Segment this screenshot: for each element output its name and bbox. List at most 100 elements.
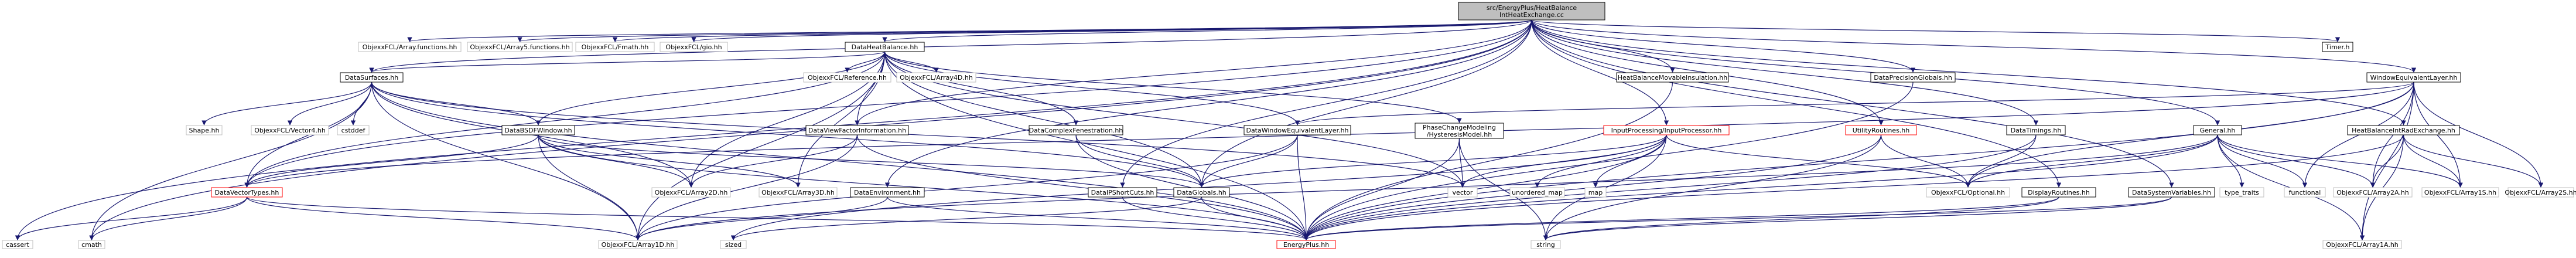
node-input_processing[interactable]: InputProcessing/InputProcessor.hh [1603, 125, 1730, 135]
node-timer[interactable]: Timer.h [2322, 42, 2353, 52]
node-energyplus[interactable]: EnergyPlus.hh [1276, 240, 1336, 249]
node-box-data_bsdf_window [501, 125, 575, 135]
nodes-layer: src/EnergyPlus/HeatBalanceIntHeatExchang… [2, 2, 2576, 249]
edge-root-to-cassert [15, 19, 1532, 240]
node-objfcl_array_functions: ObjexxFCL/Array.functions.hh [358, 42, 462, 52]
node-display_routines[interactable]: DisplayRoutines.hh [2021, 187, 2096, 198]
node-box-timer [2322, 42, 2353, 52]
node-objfcl_array2a: ObjexxFCL/Array2A.hh [2333, 187, 2413, 198]
node-general[interactable]: General.hh [2193, 125, 2242, 135]
edge-data_heat_balance-to-energyplus [884, 51, 1309, 240]
edge-input_processing-to-unordered_map [1535, 134, 1667, 188]
node-box-objfcl_array1a [2322, 240, 2402, 249]
node-label-objfcl_optional-0: ObjexxFCL/Optional.hh [1931, 189, 2005, 196]
node-hb_movable_insulation[interactable]: HeatBalanceMovableInsulation.hh [1616, 72, 1729, 83]
edge-data_surfaces-to-cmath [89, 82, 373, 240]
node-window_equivalent_layer[interactable]: WindowEquivalentLayer.hh [2366, 72, 2461, 83]
node-box-data_globals [1173, 187, 1230, 198]
node-objfcl_array1a: ObjexxFCL/Array1A.hh [2322, 240, 2402, 249]
node-label-cmath-0: cmath [81, 241, 102, 249]
edge-data_vector_types-to-cassert [15, 196, 248, 240]
edge-input_processing-to-objfcl_optional [1666, 134, 1971, 188]
node-box-phase_change_modeling [1415, 123, 1504, 139]
node-label-data_system_variables-0: DataSystemVariables.hh [2132, 189, 2211, 196]
edge-general-to-type_traits [2217, 134, 2244, 188]
edge-data_ip_short_cuts-to-energyplus [1122, 196, 1309, 240]
node-box-objfcl_array_functions [358, 42, 462, 52]
node-objfcl_reference: ObjexxFCL/Reference.hh [803, 72, 891, 83]
node-box-display_routines [2021, 187, 2096, 198]
edge-root-to-data_vector_types [244, 19, 1532, 188]
node-label-display_routines-0: DisplayRoutines.hh [2028, 189, 2090, 196]
edge-data_window_equivalent_layer-to-objfcl_array1d [635, 134, 1298, 240]
node-box-window_equivalent_layer [2366, 72, 2461, 83]
node-box-data_surfaces [340, 72, 404, 83]
node-box-sized [720, 240, 747, 249]
edge-data_system_variables-to-string [1543, 196, 2172, 240]
node-data_system_variables[interactable]: DataSystemVariables.hh [2128, 187, 2215, 198]
node-data_surfaces[interactable]: DataSurfaces.hh [340, 72, 404, 83]
node-box-data_system_variables [2128, 187, 2215, 198]
node-data_globals[interactable]: DataGlobals.hh [1173, 187, 1230, 198]
node-type_traits: type_traits [2219, 187, 2264, 198]
node-hb_int_rad_exchange[interactable]: HeatBalanceIntRadExchange.hh [2347, 125, 2460, 135]
node-box-shape [186, 125, 223, 135]
node-vector: vector [1447, 187, 1478, 198]
edge-data_heat_balance-to-data_surfaces [369, 51, 886, 73]
node-phase_change_modeling[interactable]: PhaseChangeModeling/HysteresisModel.hh [1415, 123, 1504, 139]
node-box-data_ip_short_cuts [1088, 187, 1157, 198]
edge-data_surfaces-to-objfcl_array1d [371, 82, 641, 240]
node-box-energyplus [1276, 240, 1336, 249]
node-box-data_heat_balance [845, 42, 925, 52]
edge-display_routines-to-energyplus [1304, 196, 2059, 240]
node-box-utility_routines [1845, 125, 1917, 135]
node-data_complex_fenestration[interactable]: DataComplexFenestration.hh [1029, 125, 1123, 135]
edge-root-to-objfcl_array5_functions [518, 19, 1532, 42]
edge-window_equivalent_layer-to-energyplus [1303, 82, 2414, 240]
node-data_precision_globals[interactable]: DataPrecisionGlobals.hh [1870, 72, 1956, 83]
node-root[interactable]: src/EnergyPlus/HeatBalanceIntHeatExchang… [1458, 2, 1605, 21]
node-label-objfcl_fmath-0: ObjexxFCL/Fmath.hh [582, 43, 649, 51]
edge-data_precision_globals-to-energyplus [1303, 82, 1914, 240]
node-data_view_factor_information[interactable]: DataViewFactorInformation.hh [805, 125, 909, 135]
node-box-objfcl_array2a [2333, 187, 2413, 198]
node-utility_routines[interactable]: UtilityRoutines.hh [1845, 125, 1917, 135]
edge-hb_int_rad_exchange-to-energyplus [1303, 134, 2404, 240]
edge-data_environment-to-energyplus [887, 196, 1309, 240]
node-objfcl_array4d: ObjexxFCL/Array4D.hh [896, 72, 976, 83]
node-data_environment[interactable]: DataEnvironment.hh [850, 187, 925, 198]
node-box-objfcl_fmath [575, 42, 655, 52]
edge-input_processing-to-map [1593, 134, 1667, 188]
node-label-cstddef-0: cstddef [341, 127, 366, 134]
edge-hb_int_rad_exchange-to-objfcl_array2s [2403, 134, 2544, 188]
node-box-data_window_equivalent_layer [1243, 125, 1351, 135]
node-box-vector [1447, 187, 1478, 198]
node-label-data_window_equivalent_layer-0: DataWindowEquivalentLayer.hh [1246, 127, 1348, 134]
node-label-objfcl_array4d-0: ObjexxFCL/Array4D.hh [900, 74, 973, 82]
node-label-functional-0: functional [2289, 189, 2321, 196]
node-box-data_timings [2006, 125, 2066, 135]
node-objfcl_array1d: ObjexxFCL/Array1D.hh [598, 240, 678, 249]
node-box-functional [2284, 187, 2326, 198]
node-label-objfcl_array_functions-0: ObjexxFCL/Array.functions.hh [363, 43, 457, 51]
edge-data_bsdf_window-to-objfcl_array2d [538, 134, 694, 188]
node-data_bsdf_window[interactable]: DataBSDFWindow.hh [501, 125, 575, 135]
node-label-phase_change_modeling-1: /HysteresisModel.hh [1427, 131, 1492, 138]
node-label-data_surfaces-0: DataSurfaces.hh [345, 74, 398, 82]
edge-data_surfaces-to-vector [371, 82, 1465, 188]
edge-data_timings-to-energyplus [1303, 134, 2037, 240]
node-box-input_processing [1603, 125, 1730, 135]
edge-input_processing-to-energyplus [1303, 134, 1667, 240]
node-label-objfcl_array1d-0: ObjexxFCL/Array1D.hh [602, 241, 675, 249]
node-label-window_equivalent_layer-0: WindowEquivalentLayer.hh [2370, 74, 2458, 82]
node-data_ip_short_cuts[interactable]: DataIPShortCuts.hh [1088, 187, 1157, 198]
node-data_timings[interactable]: DataTimings.hh [2006, 125, 2066, 135]
node-label-data_precision_globals-0: DataPrecisionGlobals.hh [1874, 74, 1952, 82]
edge-data_vector_types-to-energyplus [246, 196, 1309, 240]
edge-display_routines-to-string [1543, 196, 2059, 240]
node-box-objfcl_reference [803, 72, 891, 83]
node-data_heat_balance[interactable]: DataHeatBalance.hh [845, 42, 925, 52]
node-data_window_equivalent_layer[interactable]: DataWindowEquivalentLayer.hh [1243, 125, 1351, 135]
node-data_vector_types[interactable]: DataVectorTypes.hh [211, 187, 283, 198]
node-label-data_ip_short_cuts-0: DataIPShortCuts.hh [1091, 189, 1154, 196]
